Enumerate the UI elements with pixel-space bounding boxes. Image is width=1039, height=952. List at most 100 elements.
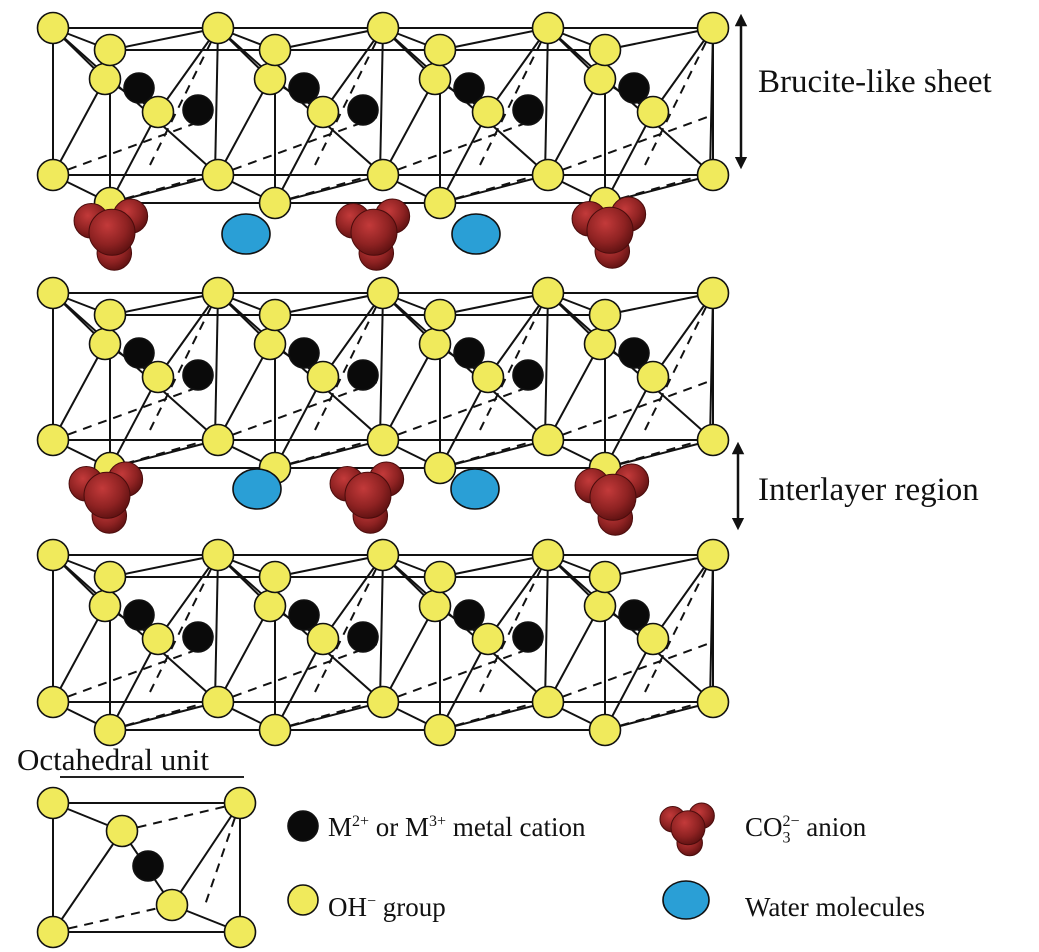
hydroxyl-atom	[201, 276, 235, 310]
bond-line	[604, 376, 654, 469]
hydroxyl-atom	[306, 360, 340, 394]
hydroxyl-atom	[36, 685, 70, 719]
hydroxyl-atom	[93, 298, 127, 332]
metal-cation-legend-icon	[287, 810, 319, 842]
bond-line	[547, 114, 714, 176]
hydroxyl-atom	[636, 622, 670, 656]
hydroxyl-atom	[423, 560, 457, 594]
bond-line	[382, 78, 436, 176]
water-molecule	[232, 468, 282, 510]
bond-line	[604, 638, 654, 731]
octahedral-unit-underline	[60, 776, 244, 778]
bond-line	[487, 292, 549, 378]
hydroxyl-atom	[583, 589, 617, 623]
hydroxyl-atom	[366, 685, 400, 719]
hydroxyl-atom	[201, 685, 235, 719]
legend-icons	[287, 802, 715, 920]
bond-line	[439, 172, 546, 204]
bond-line	[109, 111, 159, 204]
hydroxyl-atom	[201, 423, 235, 457]
hydroxyl-atom	[696, 423, 730, 457]
hydroxyl-atom	[253, 62, 287, 96]
bond-line	[652, 554, 714, 640]
hydroxyl-atom	[423, 186, 457, 220]
bond-line	[322, 27, 384, 113]
bond-line	[547, 605, 601, 703]
legend-metal-cation-label: M2+ or M3+ metal cation	[328, 812, 586, 842]
bond-line	[379, 27, 384, 176]
bond-line	[382, 343, 436, 441]
hydroxyl-atom	[88, 62, 122, 96]
hydroxyl-atom	[141, 622, 175, 656]
hydroxyl-atom	[531, 158, 565, 192]
bond-line	[544, 554, 549, 703]
metal-cation-atom	[132, 850, 164, 882]
bond-line	[109, 172, 216, 204]
hydroxyl-atom	[141, 360, 175, 394]
metal-cation-atom	[288, 337, 320, 369]
carbonate-oxygen	[586, 206, 634, 254]
bond-line	[604, 292, 714, 316]
bond-line	[382, 379, 549, 441]
bond-line	[547, 78, 601, 176]
metal-cation-atom	[182, 94, 214, 126]
metal-cation-atom	[347, 621, 379, 653]
hydroxyl-atom	[531, 11, 565, 45]
bond-line	[171, 802, 241, 906]
interlayer-contents	[68, 196, 650, 536]
hydroxyl-atom	[36, 915, 70, 949]
metal-cation-atom	[512, 359, 544, 391]
bond-line	[439, 437, 546, 469]
hydroxyl-atom	[636, 95, 670, 129]
bond-line	[379, 554, 384, 703]
bond-line	[382, 114, 549, 176]
hydroxyl-atom	[36, 423, 70, 457]
hydroxyl-atom	[471, 622, 505, 656]
water-legend-icon	[662, 880, 710, 920]
bond-line	[109, 292, 219, 316]
water-molecule	[450, 468, 500, 510]
bond-line	[487, 27, 549, 113]
hydroxyl-atom	[696, 158, 730, 192]
bond-line	[157, 292, 219, 378]
hydroxyl-atom	[93, 33, 127, 67]
legend-water-label: Water molecules	[745, 892, 925, 922]
metal-cation-atom	[618, 72, 650, 104]
hydroxyl-atom	[36, 158, 70, 192]
metal-cation-atom	[123, 599, 155, 631]
hydroxyl-atom	[471, 95, 505, 129]
metal-cation-atom	[453, 337, 485, 369]
hydroxyl-atom	[588, 713, 622, 747]
hydroxyl-atom	[93, 713, 127, 747]
dimension-arrows	[731, 13, 748, 531]
hydroxyl-atom	[696, 11, 730, 45]
bond-line	[109, 699, 216, 731]
bond-line	[544, 292, 549, 441]
hydroxyl-atom	[418, 589, 452, 623]
hydroxyl-atom	[258, 560, 292, 594]
bond-line	[217, 343, 271, 441]
bond-line	[214, 292, 219, 441]
bond-line	[217, 114, 384, 176]
bond-line	[652, 292, 714, 378]
carbonate-anion	[73, 198, 149, 271]
hydroxyl-atom	[223, 786, 257, 820]
interlayer-region-label: Interlayer region	[758, 472, 979, 508]
bond-line	[604, 554, 714, 578]
hydroxyl-atom	[531, 423, 565, 457]
bond-line	[52, 78, 106, 176]
carbonate-anion	[571, 196, 647, 269]
bond-line	[547, 641, 714, 703]
hydroxyl-atom	[258, 713, 292, 747]
hydroxyl-atom	[588, 33, 622, 67]
hydroxyl-atom	[583, 62, 617, 96]
bond-line	[52, 379, 219, 441]
bond-line	[322, 554, 384, 640]
hydroxyl-atom	[36, 11, 70, 45]
metal-cation-atom	[182, 359, 214, 391]
hydroxyl-atom	[423, 298, 457, 332]
bond-line	[709, 292, 714, 441]
metal-cation-atom	[618, 337, 650, 369]
bond-line	[439, 27, 549, 51]
bond-line	[547, 379, 714, 441]
